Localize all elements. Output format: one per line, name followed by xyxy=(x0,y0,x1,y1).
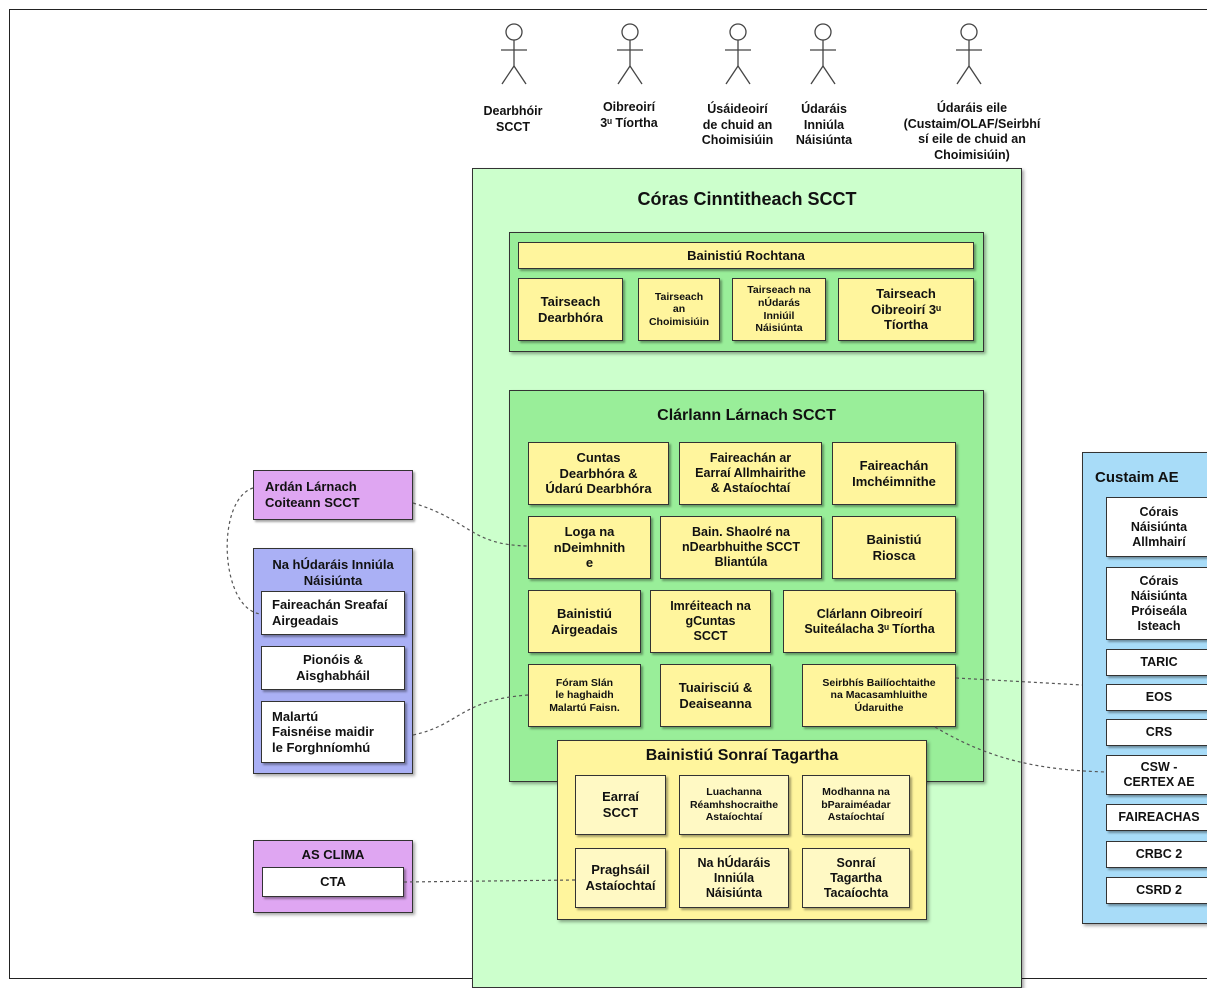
actor-label: Údaráis Inniúla Náisiúnta xyxy=(795,102,853,148)
connector-validation-csw xyxy=(934,726,1107,773)
module-declaration-lifecycle[interactable]: Bain. Shaolré na nDearbhuithe SCCT Blian… xyxy=(660,516,822,579)
reference-data-title: Bainistiú Sonraí Tagartha xyxy=(645,747,839,764)
nca-enforcement-info-exchange[interactable]: Malartú Faisnéise maidir le Forghníomhú xyxy=(261,701,405,763)
actor-label: Oibreoirí 3ᵘ Tíortha xyxy=(600,100,658,130)
actor-label: Údaráis eile (Custaim/OLAF/Seirbhí sí ei… xyxy=(903,101,1041,162)
portal-commission[interactable]: Tairseach an Choimisiúin xyxy=(638,278,720,341)
customs-taric[interactable]: TARIC xyxy=(1106,649,1207,676)
module-validation-service[interactable]: Seirbhís Bailíochtaithe na Macasamhluith… xyxy=(802,664,956,727)
customs-national-import[interactable]: Córais Náisiúnta Allmhairí xyxy=(1106,497,1207,557)
connector-platform-nca xyxy=(226,487,262,615)
customs-crs[interactable]: CRS xyxy=(1106,719,1207,746)
cta-box[interactable]: CTA xyxy=(262,867,404,897)
portal-declarant[interactable]: Tairseach Dearbhóra xyxy=(518,278,623,341)
connector-validation-customs xyxy=(955,677,1083,686)
portal-third-country-operators[interactable]: Tairseach Oibreoirí 3ᵘ Tíortha xyxy=(838,278,974,341)
ref-default-emission-values[interactable]: Luachanna Réamhshocraithe Astaíochtaí xyxy=(679,775,789,835)
customs-csrd2[interactable]: CSRD 2 xyxy=(1106,877,1207,904)
module-declarant-account[interactable]: Cuntas Dearbhóra & Údarú Dearbhóra xyxy=(528,442,669,505)
ref-national-authorities[interactable]: Na hÚdaráis Inniúla Náisiúnta xyxy=(679,848,789,908)
nca-financial-flow-monitoring[interactable]: Faireachán Sreafaí Airgeadais xyxy=(261,591,405,635)
common-central-platform[interactable]: Ardán Lárnach Coiteann SCCT xyxy=(253,470,413,520)
system-title: Córas Cinntitheach SCCT xyxy=(637,189,857,209)
as-clima-title: AS CLIMA xyxy=(301,847,365,862)
ref-supporting-reference-data[interactable]: Sonraí Tagartha Tacaíochta xyxy=(802,848,910,908)
actor-icon xyxy=(810,23,836,85)
module-installation-registry[interactable]: Clárlann Oibreoirí Suiteálacha 3ᵘ Tíorth… xyxy=(783,590,956,653)
access-management-header: Bainistiú Rochtana xyxy=(518,242,974,269)
portal-national-authorities[interactable]: Tairseach na nÚdarás Inniúil Náisiúnta xyxy=(732,278,826,341)
central-registry-title: Clárlann Lárnach SCCT xyxy=(657,407,836,424)
connector-platform-certificate-log xyxy=(412,502,529,547)
module-circumvention-monitoring[interactable]: Faireachán Imchéimnithe xyxy=(832,442,956,505)
actor-icon xyxy=(956,23,982,85)
actor-icon xyxy=(617,23,643,85)
customs-surveillance[interactable]: FAIREACHAS xyxy=(1106,804,1207,831)
national-authorities-title: Na hÚdaráis Inniúla Náisiúnta xyxy=(272,557,394,589)
module-import-monitoring[interactable]: Faireachán ar Earraí Allmhairithe & Asta… xyxy=(679,442,822,505)
customs-csw-certex[interactable]: CSW - CERTEX AE xyxy=(1106,755,1207,795)
module-account-clearance[interactable]: Imréiteach na gCuntas SCCT xyxy=(650,590,771,653)
connector-nca-secure-forum xyxy=(412,694,529,736)
eu-customs-title: Custaim AE xyxy=(1095,469,1179,486)
module-financial-management[interactable]: Bainistiú Airgeadais xyxy=(528,590,641,653)
nca-penalties-recovery[interactable]: Pionóis & Aisghabháil xyxy=(261,646,405,690)
customs-eos[interactable]: EOS xyxy=(1106,684,1207,711)
module-certificate-log[interactable]: Loga na nDeimhnith e xyxy=(528,516,651,579)
connector-cta-pricing xyxy=(403,879,576,883)
ref-emission-pricing[interactable]: Praghsáil Astaíochtaí xyxy=(575,848,666,908)
ref-emission-parameter-methods[interactable]: Modhanna na bParaiméadar Astaíochtaí xyxy=(802,775,910,835)
actor-icon xyxy=(725,23,751,85)
actor-label: Dearbhóir SCCT xyxy=(483,104,543,134)
actor-icon xyxy=(501,23,527,85)
actor-label: Úsáideoirí de chuid an Choimisiúin xyxy=(701,102,774,148)
module-reporting-dashboards[interactable]: Tuairisciú & Deaiseanna xyxy=(660,664,771,727)
customs-national-inward-processing[interactable]: Córais Náisiúnta Próiseála Isteach xyxy=(1106,567,1207,640)
module-risk-management[interactable]: Bainistiú Riosca xyxy=(832,516,956,579)
customs-crbc2[interactable]: CRBC 2 xyxy=(1106,841,1207,868)
module-secure-forum[interactable]: Fóram Slán le haghaidh Malartú Faisn. xyxy=(528,664,641,727)
ref-cbam-goods[interactable]: Earraí SCCT xyxy=(575,775,666,835)
